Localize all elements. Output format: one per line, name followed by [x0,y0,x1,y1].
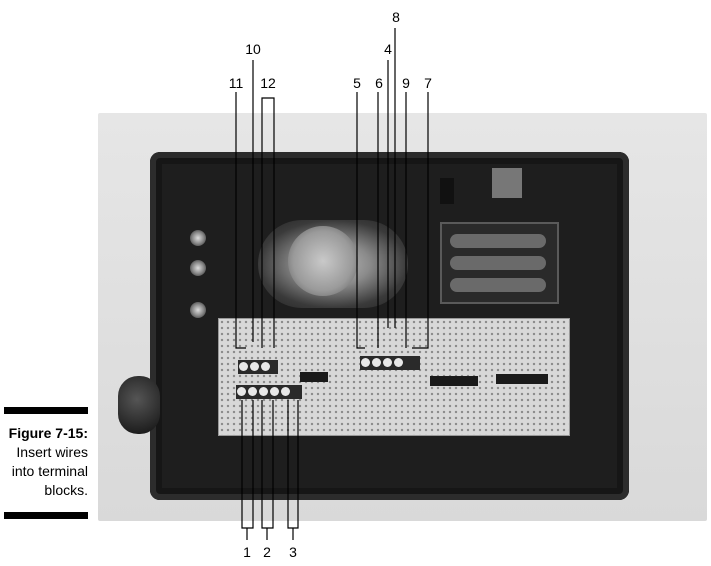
connector [492,168,522,198]
terminal-block [236,385,302,399]
callout-3: 3 [289,544,297,560]
callout-12: 12 [260,75,276,91]
ic-chip [496,374,548,384]
callout-2: 2 [263,544,271,560]
callout-9: 9 [402,75,410,91]
figure-caption: Figure 7-15: Insert wires into terminal … [0,424,88,500]
callout-1: 1 [243,544,251,560]
callout-7: 7 [424,75,432,91]
caption-line-3: blocks. [44,482,88,498]
callout-6: 6 [375,75,383,91]
callout-4: 4 [384,41,392,57]
volume-knob [118,376,160,434]
callout-8: 8 [392,9,400,25]
ic-chip [430,376,478,386]
terminal-block [238,360,278,374]
callout-5: 5 [353,75,361,91]
callout-10: 10 [245,41,261,57]
speaker-magnet [288,226,358,296]
terminal-block [360,356,420,370]
callout-11: 11 [228,75,244,91]
audio-jack [190,260,206,276]
connector [440,178,454,204]
audio-jack [190,302,206,318]
ic-chip [300,372,328,382]
figure-label: Figure 7-15: [8,425,88,441]
caption-rule-top [4,407,88,414]
caption-line-2: into terminal [11,463,88,479]
battery-holder [440,222,559,304]
caption-line-1: Insert wires [16,444,88,460]
caption-rule-bottom [4,512,88,519]
audio-jack [190,230,206,246]
